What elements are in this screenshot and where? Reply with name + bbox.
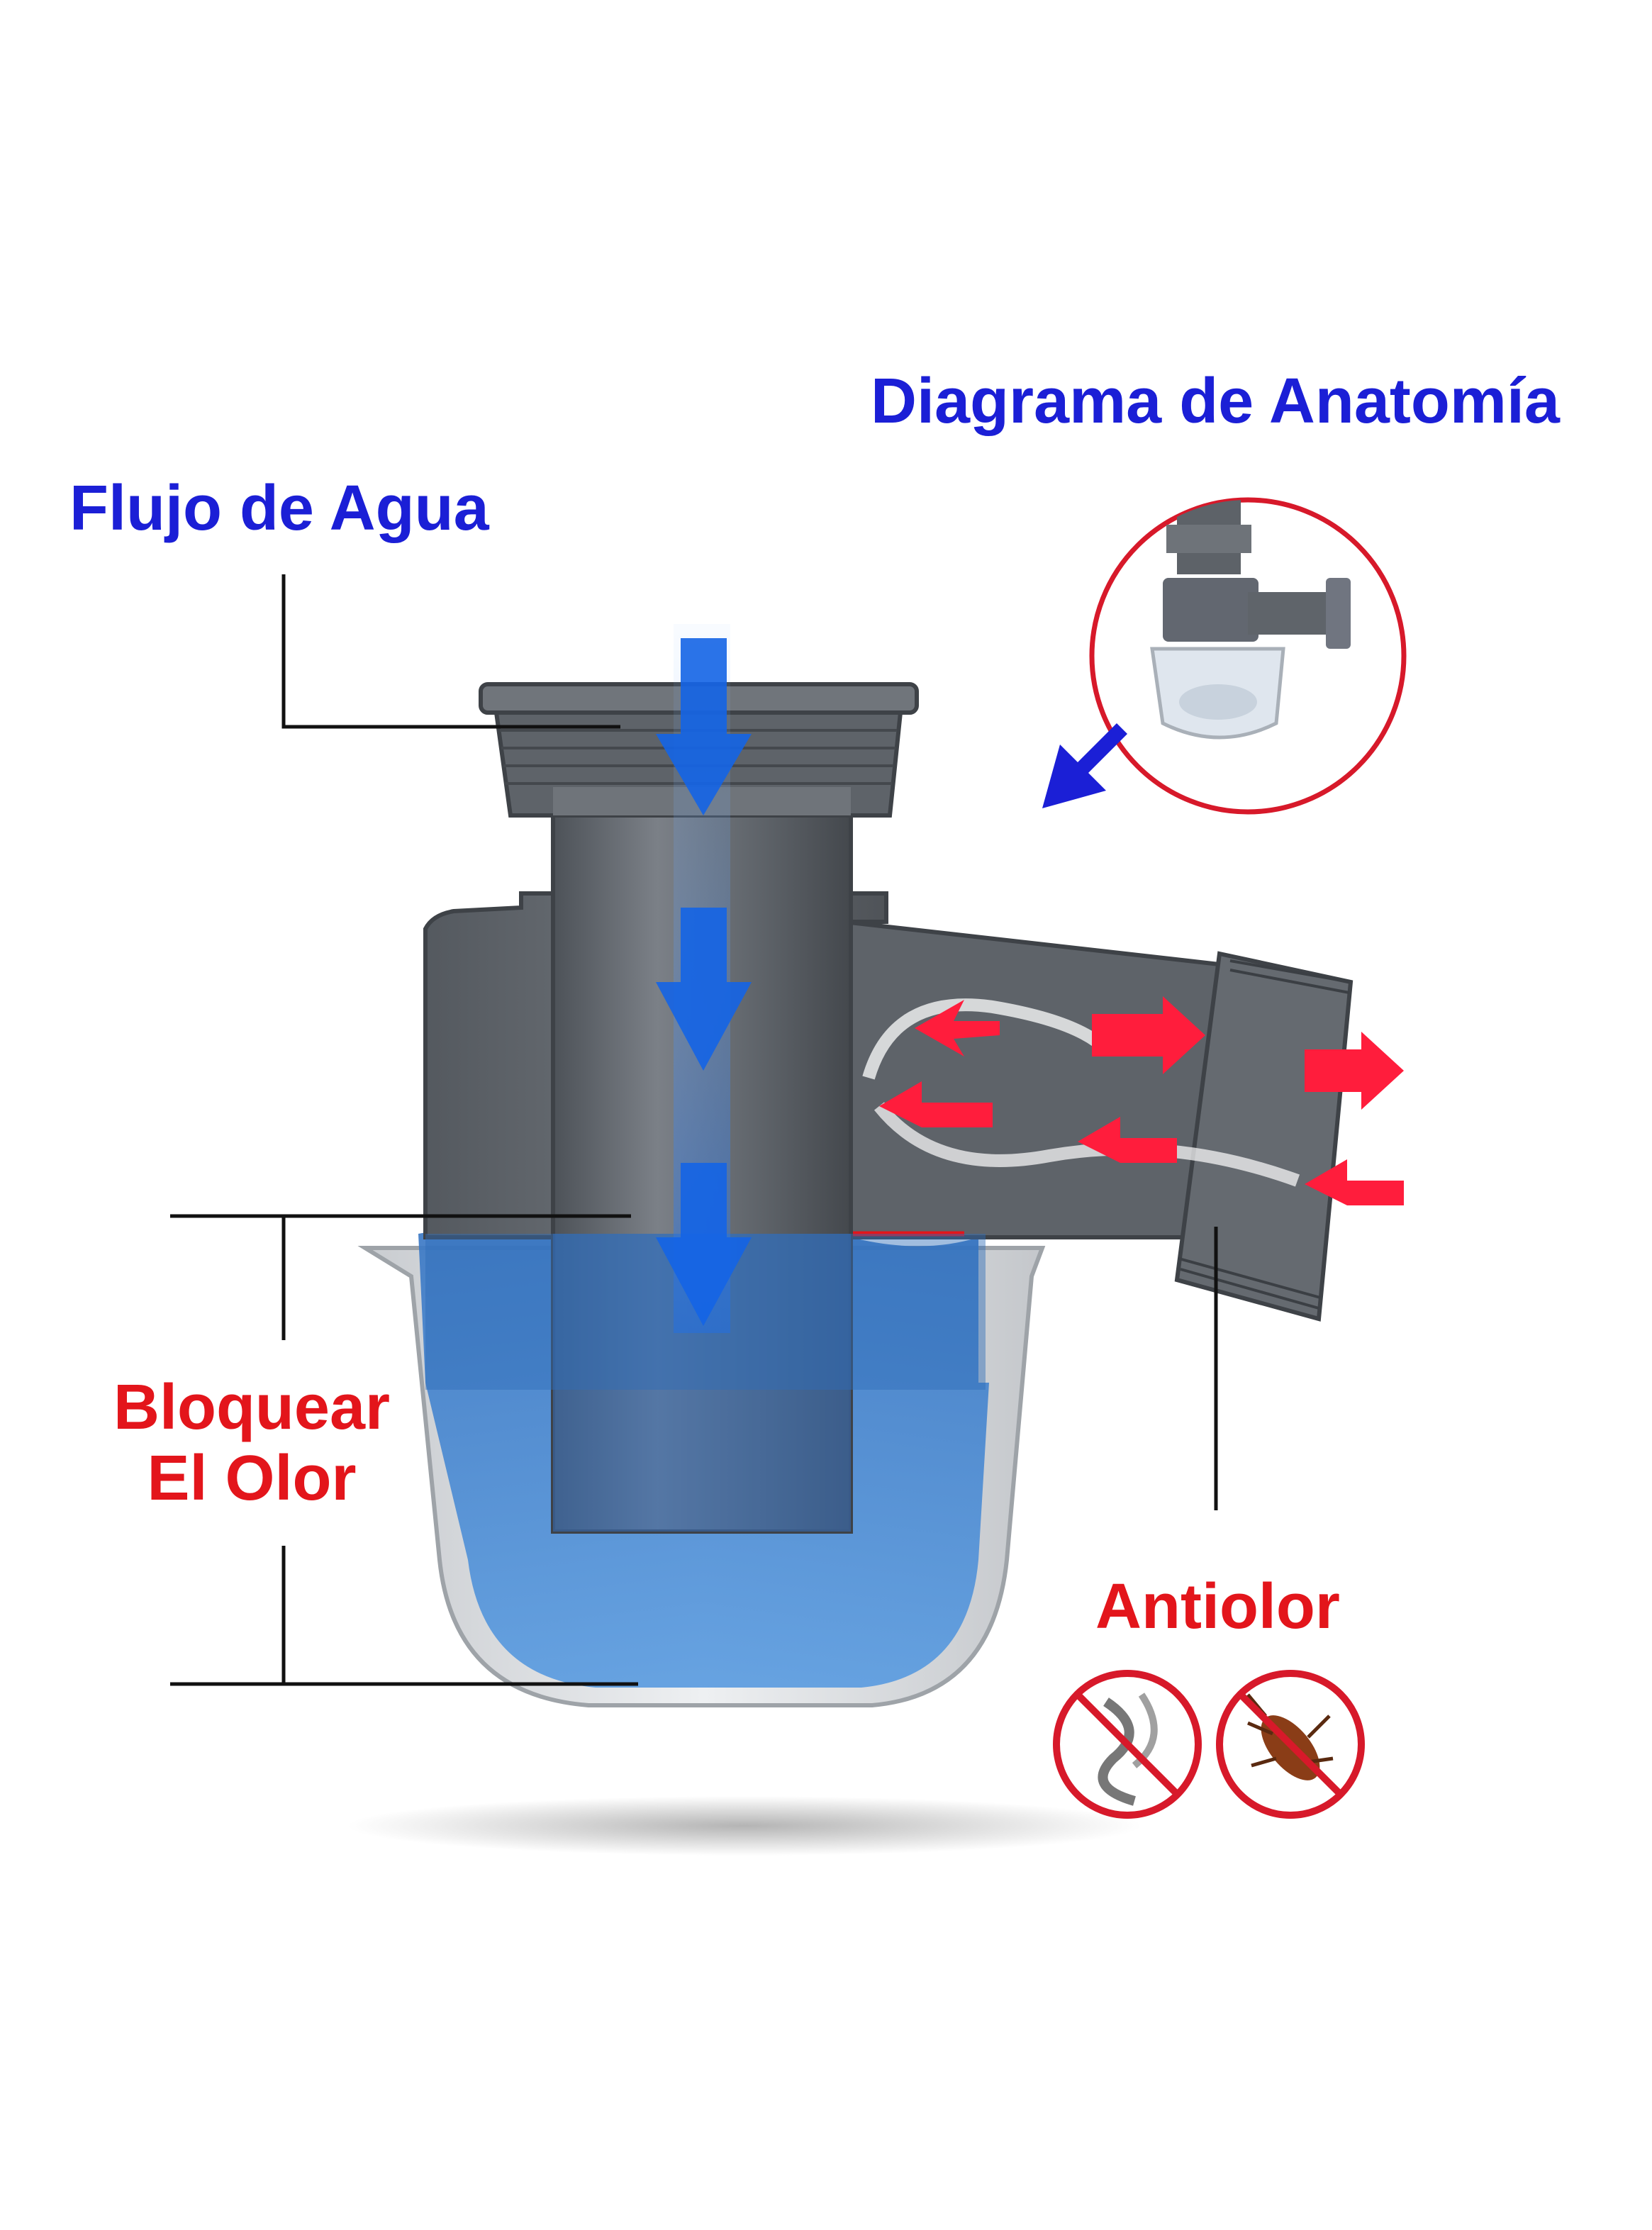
leader-lines (170, 574, 1218, 1686)
anti-smell-label: Antiolor (1095, 1571, 1340, 1642)
blue-pointer-arrow-icon (1042, 723, 1127, 808)
block-smell-line1: Bloquear (113, 1372, 391, 1443)
water-flow-arrows (656, 624, 752, 1333)
anatomy-title: Diagrama de Anatomía (871, 366, 1560, 437)
odor-flow (862, 996, 1404, 1205)
water-flow-label: Flujo de Agua (69, 473, 489, 544)
block-smell-label: Bloquear El Olor (103, 1372, 401, 1514)
no-cockroach-icon (1216, 1670, 1365, 1819)
trap-product-photo-icon (1089, 497, 1407, 815)
ground-shadow (347, 1796, 1142, 1856)
no-odor-icon (1053, 1670, 1202, 1819)
block-smell-line2: El Olor (147, 1443, 357, 1514)
